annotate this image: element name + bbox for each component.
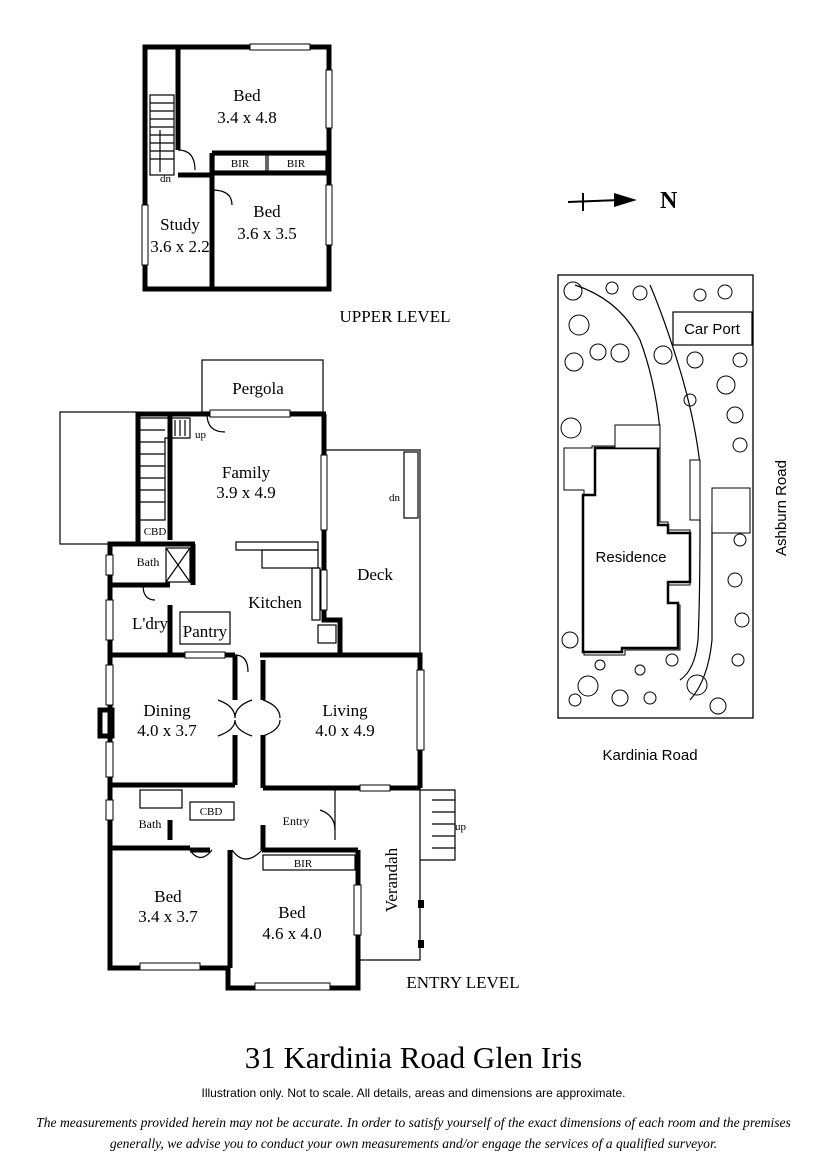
bed-2-dims: 4.6 x 4.0 bbox=[262, 924, 322, 943]
window bbox=[416, 669, 425, 751]
window bbox=[353, 884, 362, 936]
cbd-2-label: CBD bbox=[200, 806, 223, 818]
study-name: Study bbox=[160, 215, 200, 234]
bath-1-label: Bath bbox=[137, 555, 160, 569]
upper-bed-1-name: Bed bbox=[233, 86, 261, 105]
door-swing bbox=[211, 189, 233, 206]
shower bbox=[165, 547, 191, 583]
door-swing bbox=[231, 849, 263, 860]
bedrooms-outline bbox=[107, 850, 361, 991]
door-swing bbox=[262, 699, 281, 737]
bed-2-name: Bed bbox=[278, 903, 306, 922]
bath-2-label: Bath bbox=[139, 817, 162, 831]
residence-label: Residence bbox=[596, 549, 667, 566]
bed-1-name: Bed bbox=[154, 887, 182, 906]
pantry-label: Pantry bbox=[183, 622, 228, 641]
entry-label: Entry bbox=[283, 814, 310, 828]
site-plan: Car Port Residence Kardinia Road Ashburn… bbox=[557, 274, 790, 764]
deck-dn-label: dn bbox=[389, 492, 401, 504]
window bbox=[325, 69, 333, 129]
dining-name: Dining bbox=[143, 701, 191, 720]
door-swing bbox=[234, 654, 249, 673]
window bbox=[359, 784, 391, 792]
upper-bed-1-dims: 3.4 x 4.8 bbox=[217, 108, 277, 127]
upper-level-plan: Bed 3.4 x 4.8 Bed 3.6 x 3.5 Study 3.6 x … bbox=[141, 43, 451, 326]
residence-outline bbox=[581, 446, 692, 654]
door-swing bbox=[177, 149, 196, 171]
deck-label: Deck bbox=[357, 565, 393, 584]
cbd-box bbox=[189, 801, 235, 821]
door-swing bbox=[319, 809, 336, 831]
north-label: N bbox=[660, 188, 678, 214]
upper-bed-2-dims: 3.6 x 3.5 bbox=[237, 224, 297, 243]
side-structure bbox=[59, 411, 139, 545]
entry-level-heading: ENTRY LEVEL bbox=[406, 973, 519, 992]
bir-box-3 bbox=[262, 854, 356, 871]
property-title: 31 Kardinia Road Glen Iris bbox=[244, 1040, 583, 1075]
bir-3-label: BIR bbox=[294, 858, 313, 870]
verandah-steps bbox=[420, 789, 456, 861]
bir-label: BIR bbox=[231, 158, 250, 170]
study-dims: 3.6 x 2.2 bbox=[150, 237, 210, 256]
window bbox=[209, 409, 291, 418]
family-name: Family bbox=[222, 463, 271, 482]
pantry-box bbox=[179, 611, 231, 645]
window bbox=[320, 454, 328, 531]
window bbox=[105, 664, 114, 706]
upper-stair bbox=[149, 49, 181, 176]
kitchen-label: Kitchen bbox=[248, 593, 302, 612]
living-name: Living bbox=[322, 701, 368, 720]
deck-steps bbox=[403, 451, 419, 519]
fireplace bbox=[97, 707, 115, 739]
verandah-label: Verandah bbox=[382, 847, 401, 912]
cbd-1-label: CBD bbox=[144, 526, 167, 538]
window bbox=[141, 204, 149, 266]
kitchen-bench bbox=[235, 541, 319, 551]
upper-bed-2-name: Bed bbox=[253, 202, 281, 221]
family-dims: 3.9 x 4.9 bbox=[216, 483, 276, 502]
street-east-label: Ashburn Road bbox=[773, 460, 790, 556]
cooktop bbox=[317, 624, 337, 644]
window bbox=[105, 799, 114, 821]
entry-level-plan: Pergola Family 3.9 x 4.9 Deck Kitchen Pa… bbox=[59, 359, 520, 992]
door-swing bbox=[189, 849, 213, 859]
street-south-label: Kardinia Road bbox=[602, 747, 697, 764]
laundry-label: L'dry bbox=[132, 614, 169, 633]
window bbox=[105, 741, 114, 778]
window bbox=[254, 982, 331, 991]
door-swing bbox=[142, 584, 156, 601]
door-swing bbox=[217, 719, 253, 737]
deck-outline bbox=[326, 449, 421, 655]
window bbox=[249, 43, 311, 51]
window bbox=[105, 599, 114, 641]
living-dims: 4.0 x 4.9 bbox=[315, 721, 375, 740]
upper-level-heading: UPPER LEVEL bbox=[340, 307, 451, 326]
stair-dn-label: dn bbox=[160, 173, 172, 185]
north-arrow: N bbox=[567, 188, 678, 214]
window bbox=[139, 962, 201, 971]
entry-stair bbox=[140, 417, 191, 521]
dining-dims: 4.0 x 3.7 bbox=[137, 721, 197, 740]
bir-label: BIR bbox=[287, 158, 306, 170]
door-swing bbox=[217, 699, 253, 719]
window bbox=[184, 651, 226, 659]
bed-1-dims: 3.4 x 3.7 bbox=[138, 907, 198, 926]
door-swing bbox=[206, 413, 226, 433]
window bbox=[320, 569, 328, 611]
kitchen-sink bbox=[261, 549, 319, 569]
car-port-label: Car Port bbox=[684, 321, 741, 338]
bathtub bbox=[139, 789, 183, 809]
window bbox=[105, 554, 114, 576]
car-port-box bbox=[672, 311, 753, 346]
upper-outer-wall bbox=[142, 44, 332, 292]
verandah-up-label: up bbox=[455, 821, 467, 833]
window bbox=[325, 184, 333, 246]
legal-note: The measurements provided herein may not… bbox=[36, 1115, 791, 1151]
pergola-label: Pergola bbox=[232, 379, 284, 398]
stair-up-label: up bbox=[195, 429, 207, 441]
disclaimer: Illustration only. Not to scale. All det… bbox=[201, 1086, 626, 1100]
